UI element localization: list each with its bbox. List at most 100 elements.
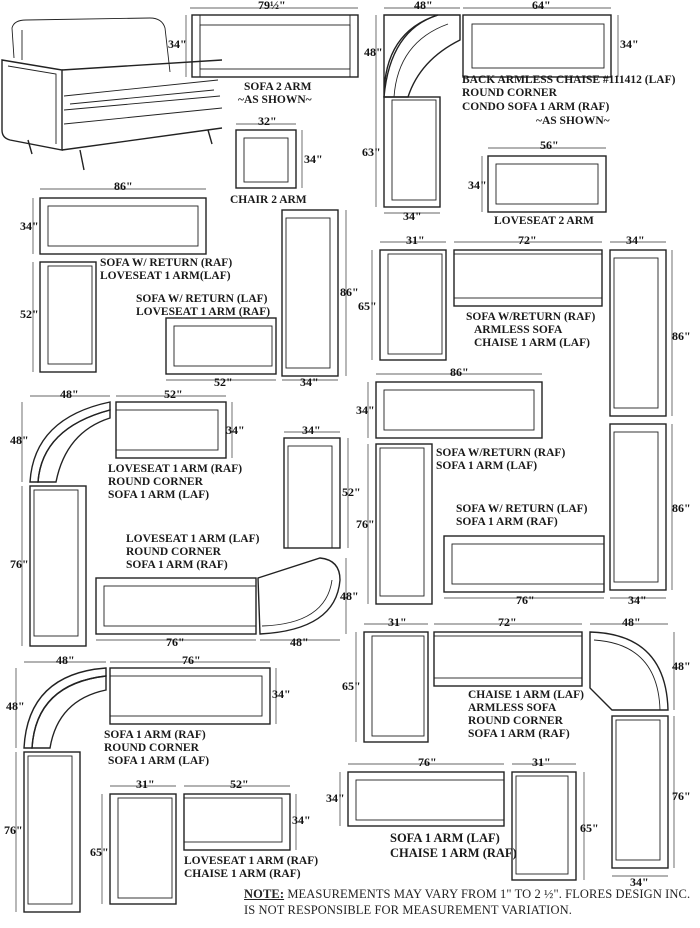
dimension-label: 86" — [672, 329, 691, 343]
dim-sofa-width: 79½" — [258, 0, 286, 12]
furniture-outline — [199, 24, 351, 70]
furniture-outline — [393, 23, 449, 98]
dimension-label: 52" — [20, 307, 39, 321]
dimension-label: 64" — [532, 0, 551, 12]
furniture-outline — [47, 205, 199, 247]
sofa-2-arm-diagram: 79½" 34" SOFA 2 ARM ~AS SHOWN~ — [168, 0, 359, 106]
dimension-label: 65" — [580, 821, 599, 835]
configuration-label: SOFA 1 ARM (RAF) — [456, 516, 558, 528]
dimension-label: 34" — [626, 233, 645, 247]
furniture-outline — [235, 129, 297, 189]
dimension-label: 52" — [342, 485, 361, 499]
chaise-armless-corner-diagram: 31" 72" 48" 65" 48" 76" 34" CHAISE 1 ARM… — [342, 615, 691, 889]
furniture-outline — [23, 667, 107, 749]
furniture-outline — [433, 635, 583, 679]
furniture-outline — [589, 631, 669, 711]
furniture-outline — [371, 635, 425, 737]
dimension-label: 34" — [326, 791, 345, 805]
furniture-outline — [355, 779, 505, 821]
furniture-outline — [609, 423, 667, 591]
dimension-label: 34" — [292, 813, 311, 827]
furniture-outline — [383, 14, 461, 98]
dimension-label: 31" — [388, 615, 407, 629]
configuration-label: SOFA W/ RETURN (LAF) — [136, 293, 268, 305]
loveseat-round-corner-diagram-1: 48" 52" 48" 34" 76" LOVESEAT 1 ARM (RAF)… — [10, 387, 245, 647]
furniture-outline — [183, 797, 283, 843]
furniture-outline — [1, 59, 63, 151]
dimension-label: 34" — [620, 37, 639, 51]
dimension-label: 48" — [364, 45, 383, 59]
furniture-outline — [63, 79, 223, 125]
configuration-label: CHAISE 1 ARM (LAF) — [474, 337, 590, 349]
sofa-return-armless-chaise-diagram: 31" 72" 34" 65" 86" SOFA W/RETURN (RAF) … — [358, 233, 691, 417]
configuration-label: ROUND CORNER — [108, 476, 204, 488]
furniture-outline — [261, 579, 333, 627]
configuration-label: SOFA 1 ARM (RAF) — [468, 728, 570, 740]
dimension-label: 48" — [6, 699, 25, 713]
configuration-label: SOFA W/ RETURN (LAF) — [456, 503, 588, 515]
sofa-return-laf-diagram-2: 86" 76" 34" SOFA W/ RETURN (LAF) SOFA 1 … — [443, 423, 691, 607]
dimension-label: 48" — [340, 589, 359, 603]
dimension-label: 34" — [20, 219, 39, 233]
sofa-round-corner-diagram: 48" 76" 48" 34" 76" SOFA 1 ARM (RAF) ROU… — [4, 653, 291, 913]
dimension-label: 48" — [414, 0, 433, 12]
dimension-label: 48" — [10, 433, 29, 447]
configuration-label: ROUND CORNER — [104, 742, 200, 754]
furniture-outline — [615, 719, 661, 861]
furniture-outline — [115, 409, 219, 451]
dimension-label: 48" — [60, 387, 79, 401]
furniture-outline — [47, 265, 93, 365]
dimension-label: 31" — [406, 233, 425, 247]
furniture-outline — [471, 23, 605, 69]
configuration-label: BACK ARMLESS CHAISE #111412 (LAF) — [462, 74, 676, 86]
configuration-label: CHAIR 2 ARM — [230, 194, 307, 206]
sofa-return-raf-diagram: 86" 34" 52" SOFA W/ RETURN (RAF) LOVESEA… — [20, 179, 232, 373]
furniture-outline — [287, 445, 333, 549]
furniture-outline — [117, 797, 173, 899]
configuration-label: LOVESEAT 1 ARM (RAF) — [184, 855, 318, 867]
dimension-label: 31" — [136, 777, 155, 791]
dimension-label: 34" — [628, 593, 647, 607]
furniture-outline — [363, 631, 429, 743]
furniture-outline — [243, 137, 289, 183]
dimension-label: 34" — [300, 375, 319, 389]
configuration-label: ROUND CORNER — [462, 87, 558, 99]
furniture-outline — [462, 14, 612, 78]
dimension-label: 34" — [226, 423, 245, 437]
furniture-outline — [613, 431, 659, 583]
furniture-outline — [487, 155, 607, 213]
dimension-label: 76" — [418, 755, 437, 769]
configuration-label: ARMLESS SOFA — [474, 324, 563, 336]
configuration-label: CONDO SOFA 1 ARM (RAF) — [462, 101, 610, 113]
configuration-label: ROUND CORNER — [468, 715, 564, 727]
configuration-label: SOFA 1 ARM (LAF) — [390, 831, 500, 845]
furniture-outline — [257, 557, 341, 635]
dimension-label: 34" — [302, 423, 321, 437]
loveseat-chaise-diagram: 31" 52" 65" 34" LOVESEAT 1 ARM (RAF) CHA… — [90, 777, 318, 905]
dimension-label: 76" — [516, 593, 535, 607]
furniture-outline — [611, 715, 669, 869]
furniture-outline — [391, 99, 437, 201]
furniture-outline — [495, 163, 599, 205]
furniture-outline — [165, 317, 277, 375]
configuration-label: LOVESEAT 1 ARM (LAF) — [126, 533, 260, 545]
dimension-label: 56" — [540, 138, 559, 152]
configuration-label: CHAISE 1 ARM (LAF) — [468, 689, 584, 701]
configuration-label: ARMLESS SOFA — [468, 702, 557, 714]
furniture-outline — [61, 59, 223, 151]
configuration-label: LOVESEAT 1 ARM (RAF) — [108, 463, 242, 475]
dimension-label: 34" — [468, 178, 487, 192]
sofa-chaise-diagram: 76" 31" 34" 65" SOFA 1 ARM (LAF) CHAISE … — [326, 755, 599, 881]
label-sofa-2-arm: SOFA 2 ARM — [244, 81, 312, 93]
furniture-outline — [37, 409, 111, 483]
dimension-label: 48" — [622, 615, 641, 629]
dimension-label: 86" — [114, 179, 133, 193]
dimension-label: 76" — [4, 823, 23, 837]
note-text: MEASUREMENTS MAY VARY FROM 1" TO 2 ½". F… — [244, 887, 691, 917]
dimension-label: 34" — [356, 403, 375, 417]
furniture-outline — [23, 751, 81, 913]
configuration-label: SOFA 1 ARM (LAF) — [108, 755, 209, 767]
furniture-outline — [39, 197, 207, 255]
configuration-label: SOFA 1 ARM (RAF) — [126, 559, 228, 571]
note-label: NOTE: — [244, 887, 285, 901]
